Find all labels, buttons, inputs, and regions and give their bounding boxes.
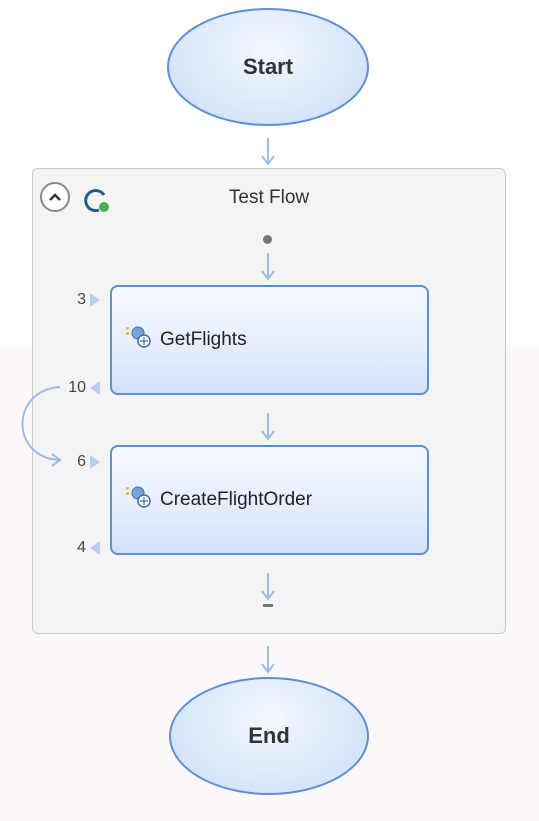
flow-arrow <box>261 573 275 601</box>
input-port-number: 3 <box>77 291 86 308</box>
end-node[interactable]: End <box>169 677 369 795</box>
loop-status-icon[interactable] <box>82 185 112 215</box>
output-port-marker[interactable] <box>90 381 100 395</box>
input-port-marker[interactable] <box>90 293 100 307</box>
input-port-marker[interactable] <box>90 455 100 469</box>
web-service-icon <box>126 326 151 348</box>
collapse-button[interactable] <box>40 182 70 212</box>
flow-arrow <box>261 253 275 281</box>
start-label: Start <box>242 54 294 79</box>
end-label: End <box>248 723 290 748</box>
web-service-icon <box>126 486 151 508</box>
output-port-number: 10 <box>68 379 86 396</box>
flow-exit-marker <box>263 604 273 607</box>
step-label: CreateFlightOrder <box>160 489 313 510</box>
flow-arrow <box>261 138 275 166</box>
input-port-number: 6 <box>77 453 86 470</box>
step-node-getflights[interactable]: GetFlights <box>110 285 429 395</box>
flow-arrow <box>261 646 275 674</box>
flow-entry-dot <box>263 235 272 244</box>
start-node[interactable]: Start <box>167 8 369 126</box>
chevron-up-icon <box>49 193 61 201</box>
step-node-createflightorder[interactable]: CreateFlightOrder <box>110 445 429 555</box>
output-port-marker[interactable] <box>90 541 100 555</box>
flow-title: Test Flow <box>228 187 310 208</box>
test-flow-container[interactable]: Test Flow GetFlights 3 10 <box>32 168 506 634</box>
flow-arrow <box>261 413 275 441</box>
step-label: GetFlights <box>160 329 247 350</box>
output-port-number: 4 <box>77 539 86 556</box>
